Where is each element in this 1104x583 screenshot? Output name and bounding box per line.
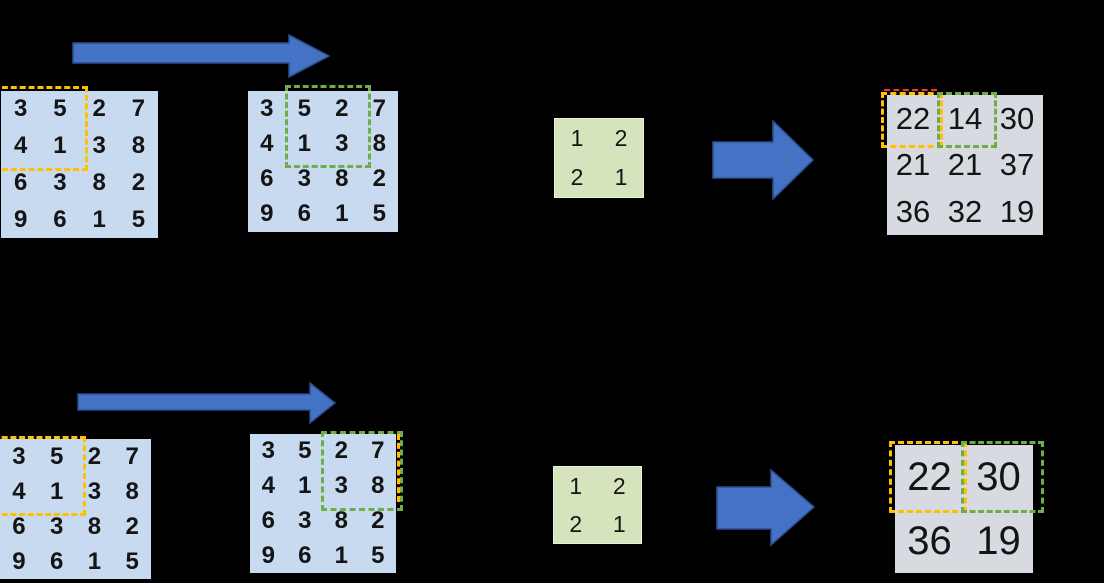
matrix-cell: 8 [335, 165, 349, 193]
matrix-cell: 1 [92, 205, 106, 233]
matrix-cell: 1 [49, 477, 64, 505]
matrix-cell: 5 [297, 94, 311, 122]
matrix-cell: 9 [260, 200, 274, 228]
matrix-cell: 3 [87, 477, 102, 505]
matrix-cell: 8 [334, 506, 348, 534]
kernel-matrix-stride1: 1 2 2 1 [554, 118, 644, 198]
red-dash-artifact [884, 89, 937, 91]
matrix-cell: 3 [260, 94, 274, 122]
kernel-matrix-stride2: 1 2 2 1 [553, 466, 642, 544]
matrix-cell: 7 [372, 94, 386, 122]
matrix-cell: 5 [131, 205, 146, 233]
output-matrix-stride1: 22 14 30 21 21 37 36 32 19 [887, 95, 1043, 235]
matrix-cell: 2 [87, 442, 102, 470]
matrix-cell: 1 [612, 510, 626, 537]
matrix-cell: 5 [372, 200, 386, 228]
matrix-cell: 8 [92, 168, 106, 196]
matrix-cell: 3 [12, 442, 26, 470]
matrix-cell: 2 [125, 512, 139, 540]
matrix-cell: 1 [298, 472, 312, 500]
matrix-cell: 5 [298, 437, 312, 465]
right-arrow-icon [77, 381, 337, 425]
matrix-cell: 1 [87, 547, 102, 575]
matrix-cell: 5 [49, 442, 64, 470]
matrix-cell: 3 [334, 472, 348, 500]
matrix-cell: 36 [907, 519, 952, 563]
matrix-cell: 8 [371, 472, 385, 500]
matrix-cell: 3 [13, 95, 28, 123]
matrix-cell: 5 [53, 95, 67, 123]
matrix-cell: 8 [125, 477, 139, 505]
yellow-dash-artifact [397, 434, 400, 502]
matrix-cell: 1 [569, 472, 583, 499]
matrix-cell: 22 [895, 100, 931, 136]
matrix-cell: 21 [895, 147, 931, 183]
matrix-cell: 37 [999, 147, 1035, 183]
matrix-cell: 19 [976, 519, 1021, 563]
output-matrix-stride2: 22 30 36 19 [895, 445, 1033, 573]
matrix-cell: 6 [12, 512, 26, 540]
matrix-cell: 3 [53, 168, 67, 196]
matrix-cell: 1 [335, 200, 349, 228]
matrix-cell: 3 [297, 165, 311, 193]
matrix-cell: 7 [131, 95, 146, 123]
matrix-cell: 4 [13, 132, 28, 160]
matrix-cell: 3 [49, 512, 64, 540]
matrix-cell: 2 [614, 125, 628, 151]
matrix-cell: 8 [372, 129, 386, 157]
matrix-cell: 5 [371, 541, 385, 569]
matrix-cell: 32 [947, 194, 983, 230]
matrix-cell: 19 [999, 194, 1035, 230]
matrix-cell: 30 [976, 455, 1021, 499]
matrix-cell: 7 [125, 442, 139, 470]
matrix-cell: 30 [999, 100, 1035, 136]
matrix-cell: 1 [570, 125, 584, 151]
matrix-cell: 7 [371, 437, 385, 465]
right-arrow-icon [72, 33, 331, 79]
matrix-cell: 22 [907, 455, 952, 499]
matrix-cell: 1 [334, 541, 348, 569]
matrix-cell: 6 [298, 541, 312, 569]
matrix-cell: 6 [53, 205, 67, 233]
matrix-cell: 2 [131, 168, 146, 196]
matrix-cell: 2 [372, 165, 386, 193]
matrix-cell: 6 [260, 165, 274, 193]
matrix-cell: 8 [131, 132, 146, 160]
matrix-cell: 2 [570, 164, 584, 190]
matrix-cell: 2 [612, 472, 626, 499]
matrix-cell: 9 [13, 205, 28, 233]
matrix-cell: 6 [49, 547, 64, 575]
matrix-cell: 2 [371, 506, 385, 534]
matrix-cell: 6 [261, 506, 275, 534]
matrix-cell: 2 [335, 94, 349, 122]
matrix-cell: 9 [12, 547, 26, 575]
matrix-cell: 2 [334, 437, 348, 465]
right-block-arrow-icon [716, 468, 816, 547]
matrix-cell: 5 [125, 547, 139, 575]
matrix-cell: 3 [261, 437, 275, 465]
matrix-cell: 2 [569, 510, 583, 537]
matrix-cell: 3 [92, 132, 106, 160]
matrix-cell: 14 [947, 100, 983, 136]
matrix-cell: 36 [895, 194, 931, 230]
matrix-cell: 4 [260, 129, 274, 157]
matrix-cell: 1 [614, 164, 628, 190]
matrix-cell: 3 [298, 506, 312, 534]
matrix-cell: 21 [947, 147, 983, 183]
matrix-cell: 6 [13, 168, 28, 196]
matrix-cell: 3 [335, 129, 349, 157]
right-block-arrow-icon [712, 119, 815, 201]
matrix-cell: 8 [87, 512, 102, 540]
matrix-cell: 1 [297, 129, 311, 157]
matrix-cell: 4 [261, 472, 275, 500]
matrix-cell: 1 [53, 132, 67, 160]
matrix-cell: 4 [12, 477, 26, 505]
matrix-cell: 6 [297, 200, 311, 228]
matrix-cell: 9 [261, 541, 275, 569]
matrix-cell: 2 [92, 95, 106, 123]
